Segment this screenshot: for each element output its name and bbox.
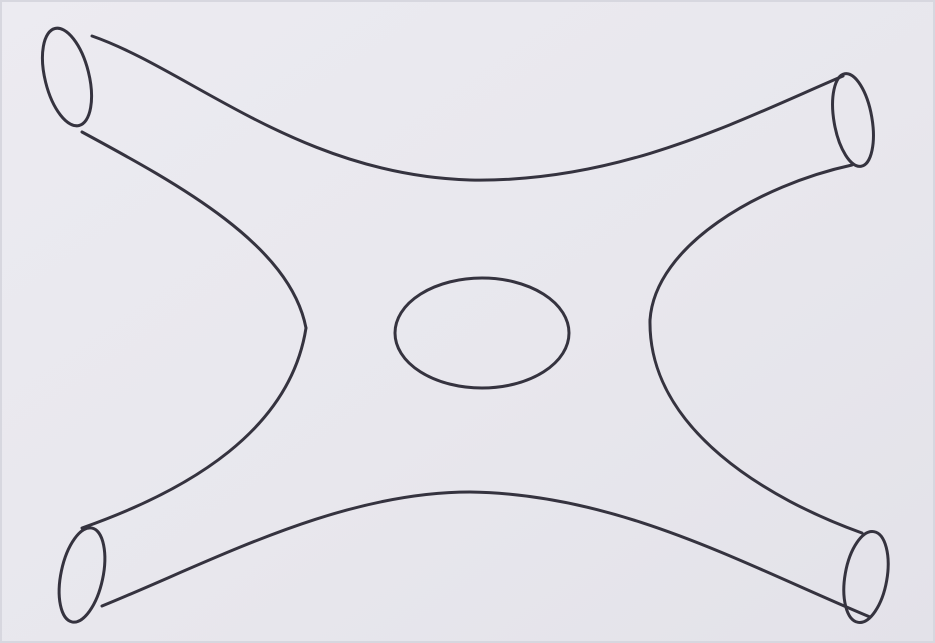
sketch-page <box>0 0 935 643</box>
surface-diagram <box>0 0 935 643</box>
